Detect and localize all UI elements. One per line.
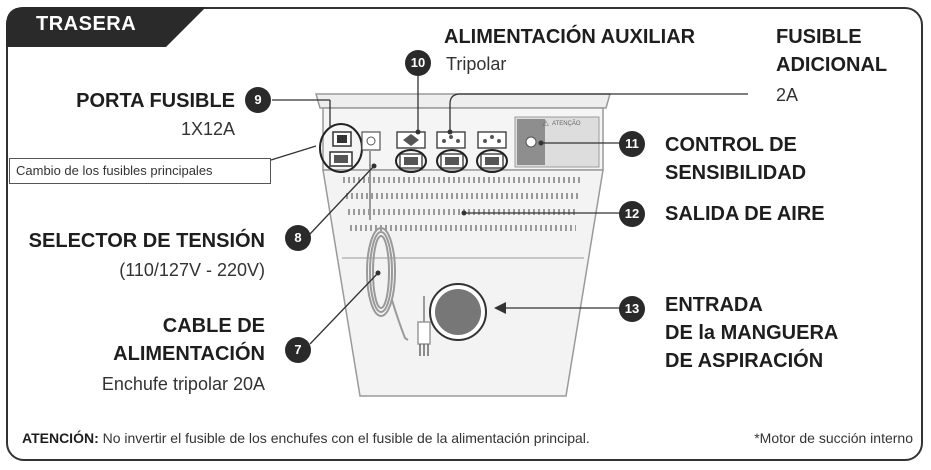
footer-warning-label: ATENCIÓN: [22,430,99,446]
hose-inlet-title-1: ENTRADA [665,294,763,316]
extra-fuse-title-2: ADICIONAL [776,54,888,76]
fuse-change-note: Cambio de los fusibles principales [9,158,271,184]
callout-9: 9 [245,87,271,113]
aux-power-subtitle: Tripolar [446,54,507,74]
callout-8: 8 [285,225,311,251]
power-cable-subtitle: Enchufe tripolar 20A [101,374,265,394]
power-cable-title-1: CABLE DE [162,315,265,337]
footer-warning: ATENCIÓN: No invertir el fusible de los … [22,430,590,446]
header-tab-label: TRASERA [36,13,137,35]
callout-10: 10 [405,50,431,76]
footer-warning-text: No invertir el fusible de los enchufes c… [98,430,590,446]
sensitivity-title-1: CONTROL DE [665,134,797,156]
callout-13: 13 [619,296,645,322]
voltage-selector-subtitle: (110/127V - 220V) [119,260,265,280]
extra-fuse-subtitle: 2A [776,85,799,105]
footer-note: *Motor de succión interno [754,430,913,446]
fuse-holder-subtitle: 1X12A [180,119,235,139]
sensitivity-title-2: SENSIBILIDAD [665,162,807,184]
warning-triangle-icon: ⚠ [542,119,550,128]
callout-12: 12 [619,201,645,227]
callout-7: 7 [285,337,311,363]
header-tab [6,7,206,47]
panel-warning-label: ATENÇÃO [552,121,581,127]
hose-inlet-title-3: DE ASPIRACIÓN [665,350,824,372]
diagram-frame [6,7,923,461]
callout-11: 11 [619,131,645,157]
air-outlet-label: SALIDA DE AIRE [665,203,825,225]
fuse-holder-title: PORTA FUSIBLE [76,90,235,112]
power-cable-title-2: ALIMENTACIÓN [113,343,265,365]
hose-inlet-title-2: DE la MANGUERA [665,322,839,344]
voltage-selector-title: SELECTOR DE TENSIÓN [28,230,265,252]
aux-power-title: ALIMENTACIÓN AUXILIAR [444,26,696,48]
extra-fuse-title-1: FUSIBLE [776,26,862,48]
